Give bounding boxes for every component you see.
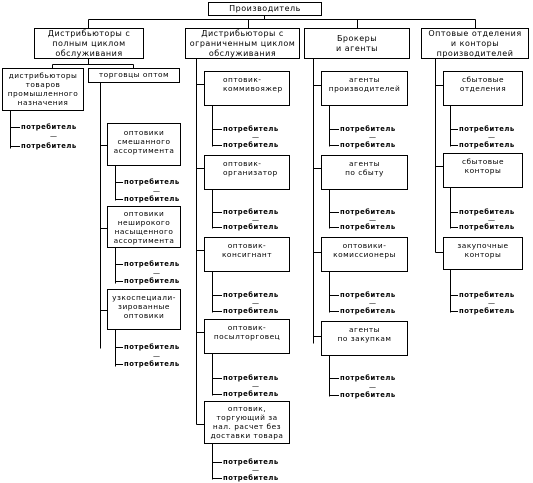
commission-wholesalers-box: оптовики- комиссионеры [321, 237, 408, 272]
sales-branches-box: сбытовые отделения [443, 71, 523, 106]
industrial-goods-distributors-box: дистрибьюторы товаров промышленного назн… [2, 68, 84, 111]
separator-dash: — [369, 133, 376, 141]
consumer-label: потребитель [124, 195, 180, 203]
separator-dash: — [488, 299, 495, 307]
separator-dash: — [153, 269, 160, 277]
consumer-label: потребитель [223, 374, 279, 382]
consumer-label: потребитель [459, 125, 515, 133]
separator-dash: — [252, 466, 259, 474]
wholesaler-consignor-box: оптовик- консигнант [204, 237, 290, 272]
specialized-wholesalers-box: узкоспециали- зированные оптовики [107, 289, 181, 330]
consumer-label: потребитель [340, 307, 396, 315]
consumer-label: потребитель [223, 125, 279, 133]
consumer-label: потребитель [124, 277, 180, 285]
wholesaler-cash-carry-box: оптовик, торгующий за нал. расчет без до… [204, 401, 290, 444]
separator-dash: — [252, 299, 259, 307]
full-cycle-distributors-box: Дистрибьюторы с полным циклом обслуживан… [34, 28, 144, 59]
consumer-label: потребитель [459, 208, 515, 216]
consumer-label: потребитель [124, 178, 180, 186]
consumer-label: потребитель [340, 391, 396, 399]
consumer-label: потребитель [21, 142, 77, 150]
consumer-label: потребитель [340, 125, 396, 133]
narrow-deep-assortment-wholesalers-box: оптовики неширокого насыщенного ассортим… [107, 206, 181, 248]
separator-dash: — [488, 216, 495, 224]
manufacturer-branches-box: Оптовые отделения и конторы производител… [421, 28, 529, 59]
separator-dash: — [252, 382, 259, 390]
separator-dash: — [369, 299, 376, 307]
consumer-label: потребитель [340, 291, 396, 299]
consumer-label: потребитель [223, 390, 279, 398]
separator-dash: — [252, 216, 259, 224]
consumer-label: потребитель [223, 307, 279, 315]
separator-dash: — [153, 187, 160, 195]
consumer-label: потребитель [124, 343, 180, 351]
brokers-agents-box: Брокеры и агенты [304, 28, 410, 59]
consumer-label: потребитель [223, 291, 279, 299]
consumer-label: потребитель [124, 360, 180, 368]
mixed-assortment-wholesalers-box: оптовики смешанного ассортимента [107, 123, 181, 166]
consumer-label: потребитель [340, 223, 396, 231]
consumer-label: потребитель [223, 141, 279, 149]
wholesaler-organizer-box: оптовик- организатор [204, 155, 290, 190]
consumer-label: потребитель [223, 223, 279, 231]
consumer-label: потребитель [459, 223, 515, 231]
consumer-label: потребитель [21, 123, 77, 131]
purchasing-agents-box: агенты по закупкам [321, 321, 408, 356]
separator-dash: — [488, 133, 495, 141]
separator-dash: — [369, 216, 376, 224]
sales-agents-box: агенты по сбыту [321, 155, 408, 190]
separator-dash: — [369, 383, 376, 391]
wholesaler-mail-order-box: оптовик- посылторговец [204, 319, 290, 354]
manufacturer-agents-box: агенты производителей [321, 71, 408, 106]
consumer-label: потребитель [340, 374, 396, 382]
consumer-label: потребитель [223, 474, 279, 482]
purchasing-offices-box: закупочные конторы [443, 237, 523, 270]
separator-dash: — [153, 352, 160, 360]
sales-offices-box: сбытовые конторы [443, 153, 523, 188]
consumer-label: потребитель [459, 141, 515, 149]
wholesale-traders-box: торговцы оптом [88, 68, 180, 83]
consumer-label: потребитель [459, 307, 515, 315]
wholesaler-traveling-salesman-box: оптовик- коммивояжер [204, 71, 290, 106]
consumer-label: потребитель [340, 141, 396, 149]
consumer-label: потребитель [340, 208, 396, 216]
consumer-label: потребитель [124, 260, 180, 268]
separator-dash: — [252, 133, 259, 141]
consumer-label: потребитель [223, 208, 279, 216]
consumer-label: потребитель [459, 291, 515, 299]
consumer-label: потребитель [223, 458, 279, 466]
limited-cycle-distributors-box: Дистрибьюторы с ограниченным циклом обсл… [185, 28, 300, 59]
root-manufacturer-box: Производитель [208, 2, 322, 16]
separator-dash: — [50, 132, 57, 140]
